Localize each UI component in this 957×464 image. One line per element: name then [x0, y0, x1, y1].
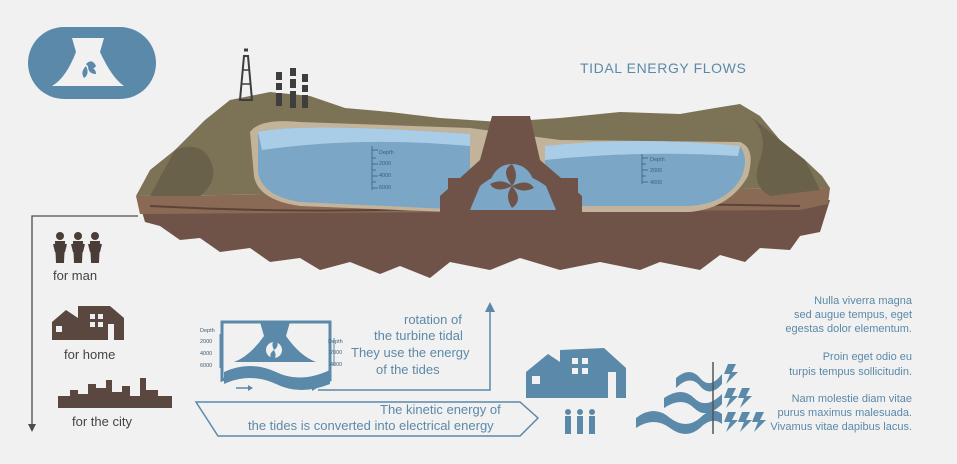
industrial-structures — [238, 48, 308, 108]
waves-icon — [636, 372, 722, 434]
mini-depth-tick-right: 2000 — [330, 350, 342, 356]
depth-tick-right: 2000 — [650, 168, 662, 174]
mini-depth-label-left: Depth — [200, 328, 215, 334]
description-line: egestas dolor elementum. — [785, 323, 912, 335]
description-text: Nulla viverra magna sed augue tempus, eg… — [770, 295, 913, 433]
house-icon — [526, 348, 626, 398]
description-line: Vivamus vitae dapibus lacus. — [770, 421, 912, 433]
use-label-city: for the city — [72, 414, 132, 429]
flow-arrow-left — [31, 215, 138, 426]
description-line: sed augue tempus, eget — [794, 309, 912, 321]
description-line: turpis tempus sollicitudin. — [789, 366, 912, 378]
depth-tick-left: 4000 — [379, 173, 391, 179]
mini-depth-tick-right: 4000 — [330, 362, 342, 368]
description-line: Proin eget odio eu — [823, 351, 912, 363]
depth-scale-right: Depth 2000 4000 — [641, 154, 665, 186]
use-label-man: for man — [53, 268, 97, 283]
description-line: purus maximus malesuada. — [777, 407, 912, 419]
kinetic-text: the tides is converted into electrical e… — [248, 418, 494, 433]
rotation-text: They use the energy — [351, 345, 470, 360]
depth-label-left: Depth — [379, 150, 394, 156]
mini-depth-tick-left: 6000 — [200, 363, 212, 369]
use-label-home: for home — [64, 347, 115, 362]
city-skyline-icon — [58, 378, 172, 408]
mini-turbine-diagram: Depth 2000 4000 6000 Depth 2000 4000 — [200, 320, 343, 391]
depth-tick-left: 6000 — [379, 185, 391, 191]
rotation-flow-arrow — [318, 302, 495, 391]
depth-label-right: Depth — [650, 157, 665, 163]
page-title: TIDAL ENERGY FLOWS — [580, 60, 746, 76]
mini-depth-label-right: Depth — [328, 339, 343, 345]
mini-depth-tick-left: 4000 — [200, 351, 212, 357]
rotation-text: of the tides — [376, 362, 440, 377]
kinetic-text: The kinetic energy of — [380, 402, 501, 417]
depth-tick-left: 2000 — [379, 161, 391, 167]
rotation-text: rotation of — [404, 312, 462, 327]
mini-depth-tick-left: 2000 — [200, 339, 212, 345]
island-cross-section — [136, 92, 830, 278]
depth-scale-left: Depth 2000 4000 6000 — [371, 146, 394, 191]
rotation-text: the turbine tidal — [374, 328, 463, 343]
description-line: Nam molestie diam vitae — [792, 393, 912, 405]
people-icon — [53, 232, 102, 263]
house-icon — [52, 306, 124, 340]
kinetic-energy-arrow — [194, 401, 540, 437]
depth-tick-right: 4000 — [650, 180, 662, 186]
people-icon — [565, 409, 595, 434]
turbine-dam-icon — [28, 27, 156, 99]
lightning-icon — [724, 364, 766, 432]
description-line: Nulla viverra magna — [814, 295, 913, 307]
